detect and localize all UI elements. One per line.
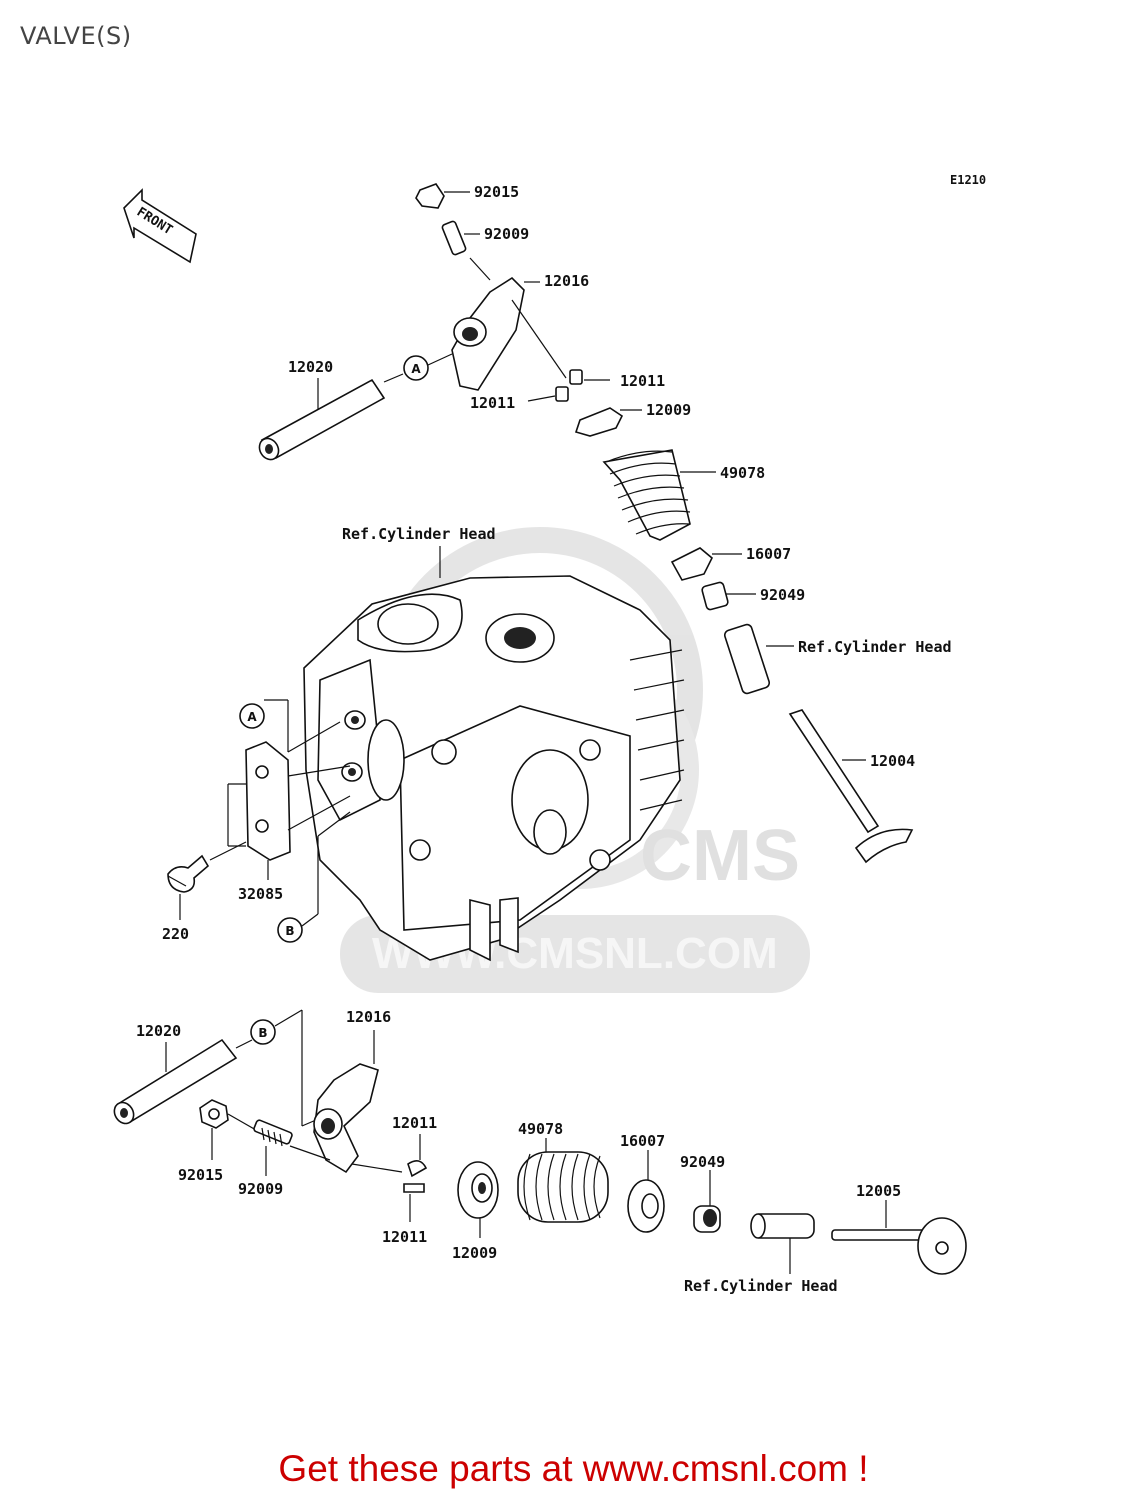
rocker-shaft-lower-part [113,1038,253,1125]
marker-a-head: A [239,699,341,753]
label-ref-cylinder-head: Ref.Cylinder Head [342,525,496,543]
bolt-part [167,841,247,920]
label-12011-a: 12011 [620,372,665,390]
exploded-parts-diagram: CMS WWW.CMSNL.COM E1210 FRONT [113,173,986,1295]
valve-spring-lower-part [517,1138,609,1223]
valve-keeper-part [527,369,610,402]
nut-lower-part [199,1099,257,1160]
label-12020: 12020 [288,358,333,376]
cylinder-head-part [303,546,685,962]
label-12020-lower: 12020 [136,1022,181,1040]
exhaust-valve-part [788,709,914,864]
label-12004: 12004 [870,752,915,770]
nut-part [415,183,470,209]
spring-retainer-lower-part [457,1161,499,1238]
label-16007: 16007 [746,545,791,563]
spring-seat-lower-part [627,1150,665,1233]
adjuster-screw-lower-part [253,1119,293,1176]
label-92049-lower: 92049 [680,1153,725,1171]
valve-spring-part [602,449,716,541]
svg-text:A: A [247,710,257,724]
valve-guide-lower-part [750,1213,815,1274]
label-12009: 12009 [646,401,691,419]
valve-stem-seal-part [701,581,756,611]
marker-a-upper: A [403,353,453,381]
adjuster-screw-part [441,220,491,281]
rocker-arm-part [451,276,567,391]
label-49078-lower: 49078 [518,1120,563,1138]
svg-text:A: A [411,362,421,376]
label-12016: 12016 [544,272,589,290]
marker-b-lower: B [250,1009,317,1127]
label-32085: 32085 [238,885,283,903]
label-49078: 49078 [720,464,765,482]
label-16007-lower: 16007 [620,1132,665,1150]
label-12016-lower: 12016 [346,1008,391,1026]
label-12005-lower: 12005 [856,1182,901,1200]
label-220: 220 [162,925,189,943]
intake-valve-lower-part [831,1200,967,1275]
watermark-brand: CMS [640,816,800,896]
diagram-code: E1210 [950,173,986,187]
svg-text:B: B [285,924,294,938]
spring-seat-part [670,547,742,581]
label-92009-lower: 92009 [238,1180,283,1198]
label-92009: 92009 [484,225,529,243]
rocker-arm-lower-part [289,1030,403,1174]
valve-stem-seal-lower-part [693,1170,721,1233]
marker-b-head: B [277,811,351,943]
label-12011-b: 12011 [470,394,515,412]
label-ref-cylinder-head-lower: Ref.Cylinder Head [684,1277,838,1295]
label-12011-lower-b: 12011 [382,1228,427,1246]
label-92015: 92015 [474,183,519,201]
label-12011-lower-a: 12011 [392,1114,437,1132]
page-title: VALVE(S) [20,22,132,50]
spring-retainer-part [574,407,642,437]
label-12009-lower: 12009 [452,1244,497,1262]
svg-text:B: B [258,1026,267,1040]
front-arrow-icon: FRONT [123,188,197,264]
promo-link[interactable]: Get these parts at www.cmsnl.com ! [278,1448,869,1489]
plate-part [227,741,351,880]
valve-guide-part [723,623,794,695]
rocker-shaft-part [258,373,404,461]
label-92015-lower: 92015 [178,1166,223,1184]
label-92049: 92049 [760,586,805,604]
valve-keeper-lower-part [403,1134,428,1222]
label-ref-cylinder-head-guide: Ref.Cylinder Head [798,638,952,656]
